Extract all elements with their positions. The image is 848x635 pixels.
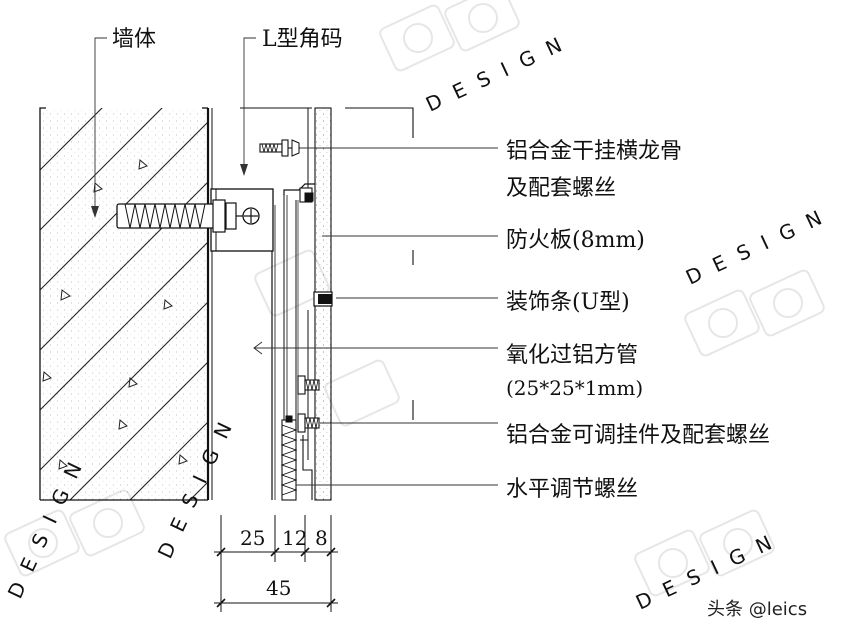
- leveling-screw: [280, 415, 298, 501]
- hanger-screw-top: [297, 375, 320, 395]
- horizontal-keel: [259, 139, 315, 203]
- l-bracket: [116, 188, 274, 252]
- dim-hanger-gap: 12: [282, 526, 307, 550]
- u-trim-strip: [313, 291, 333, 307]
- hanger-screw-bottom: [297, 413, 320, 433]
- arrow-down-icon: [91, 206, 99, 218]
- watermark-text: DESIGN: [422, 27, 578, 117]
- label-hanger: 铝合金可调挂件及配套螺丝: [506, 423, 770, 448]
- outline: [240, 107, 414, 420]
- label-tube-line1: 氧化过铝方管: [506, 343, 638, 368]
- wall-section: [39, 107, 213, 501]
- leader-arrows: [91, 164, 263, 355]
- label-leveling-screw: 水平调节螺丝: [506, 477, 638, 502]
- label-l-bracket: L型角码: [262, 27, 343, 52]
- label-trim-strip: 装饰条(U型): [506, 290, 630, 315]
- credit-text: 头条 @leics: [707, 599, 807, 620]
- label-wall: 墙体: [112, 27, 156, 52]
- dim-board: 8: [315, 526, 328, 550]
- fireproof-board: [307, 107, 332, 501]
- arrow-down-icon: [240, 164, 248, 176]
- watermark-text: DESIGN: [682, 200, 838, 290]
- dim-tube-gap: 25: [240, 526, 265, 550]
- dim-total: 45: [266, 576, 291, 600]
- leader-lines: [94, 37, 498, 486]
- arrow-left-icon: [253, 341, 263, 355]
- label-keel-line1: 铝合金干挂横龙骨: [506, 139, 682, 164]
- dimension-lines: [214, 515, 338, 612]
- label-tube-line2: (25*25*1mm): [506, 376, 643, 400]
- adjustable-hanger: [297, 375, 320, 500]
- label-keel-line2: 及配套螺丝: [506, 176, 616, 201]
- label-fireboard: 防火板(8mm): [506, 228, 645, 253]
- keel-screw: [259, 139, 300, 157]
